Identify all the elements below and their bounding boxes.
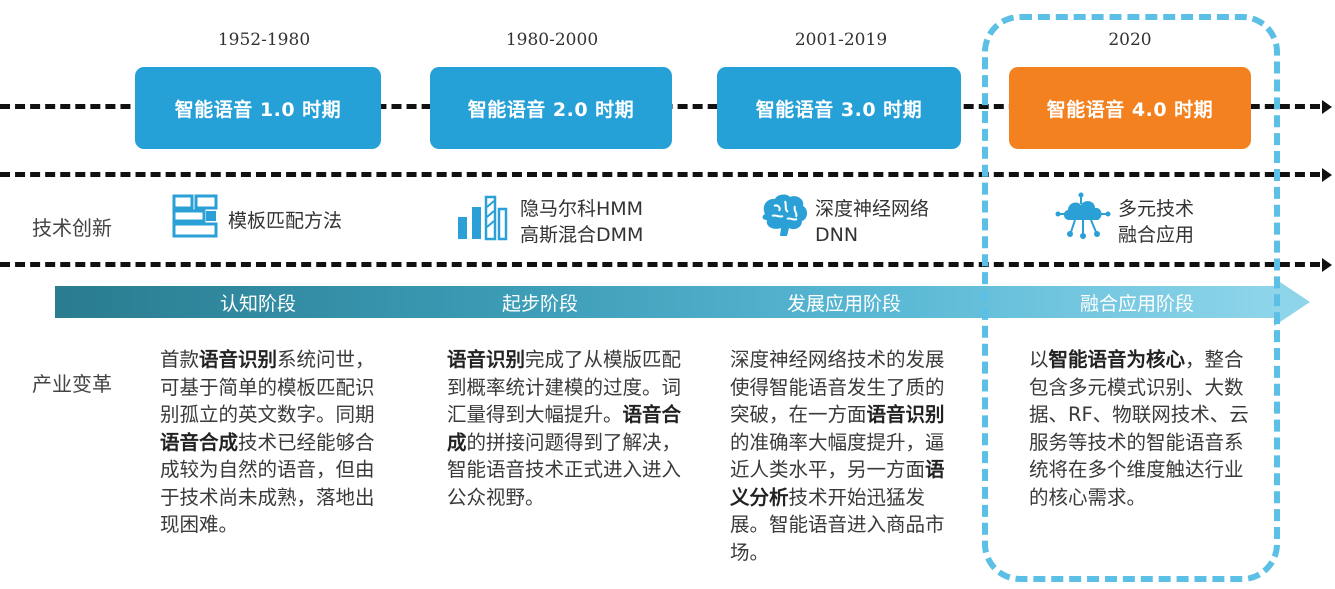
description-text: 的准确率大幅度提升，逼近人类水平，另一方面 [730,430,945,482]
description-text: 完成了从模版匹配到概率统计建模的过度。词汇量得到大幅提升。 [447,348,682,426]
tech-row-label: 技术创新 [32,216,112,240]
era-4-title: 智能语音 4.0 时期 [1046,98,1214,121]
era-4-year: 2020 [1108,30,1152,50]
cloud-network-icon [1055,192,1111,239]
era-1-description: 首款语音识别系统问世，可基于简单的模板匹配识别孤立的英文数字。同期语音合成技术已… [160,346,382,539]
description-text: 以 [1029,348,1049,371]
description-emphasis: 语音识别 [447,348,526,371]
era-1-title: 智能语音 1.0 时期 [174,98,342,121]
template-blocks-icon [172,194,218,238]
timeline-arrow-top-icon [1322,100,1332,114]
description-text: ，整合包含多元模式识别、大数据、RF、物联网技术、云服务等技术的智能语音系统将在… [1029,348,1249,509]
timeline-dashed-line-bottom [0,262,1320,267]
era-3-tech-line-2: DNN [815,224,859,246]
era-4-box: 智能语音 4.0 时期 [1009,67,1251,149]
timeline-arrow-middle-icon [1322,168,1332,182]
description-emphasis: 语音识别 [199,348,278,371]
era-1-year: 1952-1980 [217,30,311,50]
description-emphasis: 智能语音为核心 [1048,348,1186,371]
description-text: 深度神经网络技术的发展使得智能语音发生了质的突破，在一方面 [730,348,945,426]
timeline-dashed-line-middle [0,172,1320,177]
stage-arrow-head-icon [1274,278,1310,326]
era-2-title: 智能语音 2.0 时期 [467,98,635,121]
era-1-tech-line-1: 模板匹配方法 [228,210,343,232]
stage-1-label: 认知阶段 [219,293,296,315]
stage-progress-band [55,286,1275,318]
description-emphasis: 语音合成 [160,430,239,454]
era-4-description: 以智能语音为核心，整合包含多元模式识别、大数据、RF、物联网技术、云服务等技术的… [1029,346,1251,511]
era-3-tech-text: 深度神经网络 DNN [815,196,929,248]
era-4-tech-line-2: 融合应用 [1118,224,1195,246]
stage-4-label: 融合应用阶段 [1079,293,1194,315]
era-1-tech-text: 模板匹配方法 [228,208,342,234]
description-text: 技术开始迅猛发展。智能语音进入商品市场。 [730,485,945,564]
era-4-tech-line-1: 多元技术 [1118,198,1195,220]
era-2-tech-text: 隐马尔科HMM 高斯混合DMM [520,196,643,248]
era-3-tech-line-1: 深度神经网络 [815,198,930,220]
era-2-year: 1980-2000 [505,30,599,50]
era-3-year: 2001-2019 [794,30,888,50]
era-3-description: 深度神经网络技术的发展使得智能语音发生了质的突破，在一方面语音识别的准确率大幅度… [730,346,946,566]
stage-3-label: 发展应用阶段 [786,293,901,315]
description-text: 技术已经能够合成较为自然的语音，但由于技术尚未成熟，落地出现困难。 [160,430,375,537]
era-4-tech-text: 多元技术 融合应用 [1118,196,1194,248]
bar-chart-icon [458,195,508,241]
brain-icon [762,194,808,236]
era-2-tech-line-1: 隐马尔科HMM [520,198,644,220]
description-text: 系统问世，可基于简单的模板匹配识别孤立的英文数字。同期 [160,348,375,426]
description-text: 首款 [160,348,200,371]
era-2-tech-line-2: 高斯混合DMM [520,224,644,246]
current-era-highlight-frame [982,14,1280,582]
era-2-box: 智能语音 2.0 时期 [430,67,672,149]
description-emphasis: 语义分析 [730,458,945,509]
description-emphasis: 语音合成 [447,403,682,454]
era-2-description: 语音识别完成了从模版匹配到概率统计建模的过度。词汇量得到大幅提升。语音合成的拼接… [447,346,687,511]
industry-row-label: 产业变革 [32,372,112,396]
era-3-title: 智能语音 3.0 时期 [755,98,923,121]
timeline-arrow-bottom-icon [1322,258,1332,272]
era-1-box: 智能语音 1.0 时期 [135,67,381,149]
stage-2-label: 起步阶段 [501,293,578,315]
description-emphasis: 语音识别 [866,403,945,426]
era-3-box: 智能语音 3.0 时期 [717,67,961,149]
description-text: 的拼接问题得到了解决，智能语音技术正式进入进入公众视野。 [447,430,682,509]
